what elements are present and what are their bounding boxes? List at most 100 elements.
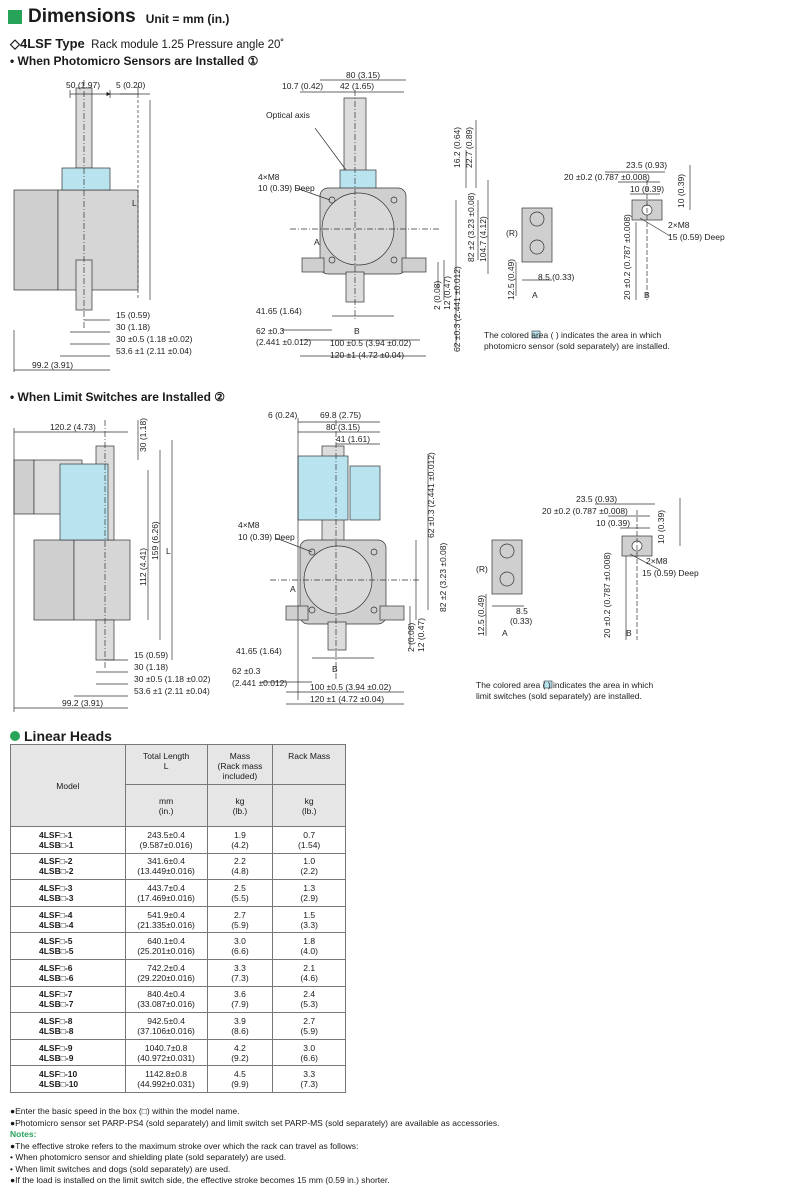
fig2-side-view xyxy=(13,420,173,712)
dim-label: 69.8 (2.75) xyxy=(320,410,361,420)
mass-cell-line: 3.0 xyxy=(234,936,246,947)
total-length-cell: 742.2±0.4(29.220±0.016) xyxy=(124,958,208,987)
total-length-cell-line: 243.5±0.4 xyxy=(147,829,185,840)
dim-label: 41.65 (1.64) xyxy=(236,646,282,656)
rack-mass-cell: 1.0(2.2) xyxy=(272,852,346,881)
dim-label: 8.5 (0.33) xyxy=(538,272,575,282)
rack-mass-cell: 3.0(6.6) xyxy=(272,1038,346,1067)
mass-cell-line: (5.9) xyxy=(231,919,249,930)
total-length-cell-line: (44.992±0.031) xyxy=(137,1079,195,1090)
fig2-note-line1: The colored area ( ) indicates the area … xyxy=(476,680,653,690)
rack-mass-cell-line: (5.3) xyxy=(300,999,318,1010)
total-length-cell-line: (17.469±0.016) xyxy=(137,892,195,903)
dim-label: 4×M8 xyxy=(238,520,260,530)
model-cell-line: 4LSB□-3 xyxy=(39,892,74,903)
total-length-cell-line: (21.335±0.016) xyxy=(137,919,195,930)
notes-block: ●Enter the basic speed in the box (□) wi… xyxy=(10,1106,790,1187)
dim-label: 2×M8 xyxy=(646,556,668,566)
total-length-cell-line: (13.449±0.016) xyxy=(137,866,195,877)
dim-label: 8.5 xyxy=(516,606,528,616)
total-length-cell-line: 1040.7±0.8 xyxy=(144,1042,188,1053)
total-length-cell: 840.4±0.4(33.087±0.016) xyxy=(124,985,208,1014)
model-cell-line: 4LSB□-8 xyxy=(39,1025,74,1036)
section-limit-switch-title: • When Limit Switches are Installed ② xyxy=(10,390,226,404)
dim-label: 159 (6.26) xyxy=(150,521,160,560)
dim-label: 12 (0.47) xyxy=(416,618,426,652)
mass-cell: 3.6(7.9) xyxy=(206,985,274,1014)
rack-mass-cell-line: (5.9) xyxy=(300,1025,318,1036)
dim-label: 41 (1.61) xyxy=(336,434,370,444)
type-model: ◇4LSF Type xyxy=(10,36,85,51)
dim-label: 112 (4.41) xyxy=(138,548,148,586)
rack-mass-cell-line: 1.3 xyxy=(303,882,316,893)
detail-label-a: A xyxy=(502,628,508,638)
page-title: Dimensions xyxy=(28,6,136,27)
dim-label: 10 (0.39) xyxy=(596,518,630,528)
total-length-cell-line: (25.201±0.016) xyxy=(137,946,195,957)
dim-label: 16.2 (0.64) xyxy=(452,127,462,168)
model-cell-line: 4LSF□-6 xyxy=(39,962,73,973)
total-length-cell-line: 541.9±0.4 xyxy=(147,909,185,920)
header-unit-kg: kg(lb.) xyxy=(206,784,274,827)
optical-axis-label: Optical axis xyxy=(266,110,310,120)
dim-label: (2.441 ±0.012) xyxy=(232,678,287,688)
dim-label-L: L xyxy=(166,546,171,556)
model-cell-line: 4LSB□-1 xyxy=(39,839,74,850)
model-cell-line: 4LSB□-2 xyxy=(39,866,74,877)
dim-label: 80 (3.15) xyxy=(346,70,380,80)
model-cell-line: 4LSB□-5 xyxy=(39,946,74,957)
dim-label: 30 ±0.5 (1.18 ±0.02) xyxy=(134,674,211,684)
total-length-cell: 541.9±0.4(21.335±0.016) xyxy=(124,905,208,934)
dim-label: 30 ±0.5 (1.18 ±0.02) xyxy=(116,334,193,344)
mass-cell-line: (7.9) xyxy=(231,999,249,1010)
mass-cell-line: 2.2 xyxy=(234,856,246,867)
fig2-detail-b xyxy=(595,498,681,640)
total-length-cell-line: 640.1±0.4 xyxy=(147,936,185,947)
total-length-cell-line: 742.2±0.4 xyxy=(147,962,185,973)
total-length-cell: 443.7±0.4(17.469±0.016) xyxy=(124,879,208,907)
dim-label: 4×M8 xyxy=(258,172,280,182)
model-cell-line: 4LSF□-10 xyxy=(39,1069,78,1080)
fig2-note-line2: limit switches (sold separately) are ins… xyxy=(476,691,642,701)
view-marker-b: B xyxy=(354,326,360,336)
header-unit-kg-rack: kg(lb.) xyxy=(272,784,346,827)
mass-cell-line: 3.6 xyxy=(234,989,246,1000)
total-length-cell-line: (33.087±0.016) xyxy=(137,999,195,1010)
model-cell-line: 4LSF□-2 xyxy=(39,856,73,867)
rack-mass-cell-line: 3.0 xyxy=(303,1042,316,1053)
model-cell-line: 4LSF□-1 xyxy=(39,829,73,840)
total-length-cell-line: 443.7±0.4 xyxy=(147,882,185,893)
dim-label: 100 ±0.5 (3.94 ±0.02) xyxy=(330,338,411,348)
linear-heads-title-text: Linear Heads xyxy=(24,728,112,744)
dim-label: (R) xyxy=(476,564,488,574)
rack-mass-cell-line: (6.6) xyxy=(300,1052,318,1063)
detail-label-b: B xyxy=(626,628,632,638)
total-length-cell-line: 840.4±0.4 xyxy=(147,989,185,1000)
fig1-note-line1: The colored area ( ) indicates the area … xyxy=(484,330,661,340)
dim-label: 100 ±0.5 (3.94 ±0.02) xyxy=(310,682,391,692)
dim-label: 20 ±0.2 (0.787 ±0.008) xyxy=(564,172,650,182)
linear-heads-title: Linear Heads xyxy=(10,728,112,744)
dim-label: 15 (0.59) xyxy=(134,650,168,660)
view-marker-a: A xyxy=(290,584,296,594)
note-item: • When limit switches and dogs (sold sep… xyxy=(10,1163,231,1174)
rack-mass-cell-line: (1.54) xyxy=(298,839,321,850)
header-square-icon xyxy=(8,10,22,24)
mass-cell-line: 2.7 xyxy=(234,909,246,920)
dim-label: 10 (0.39) xyxy=(676,174,686,208)
dim-label: 62 ±0.3 xyxy=(256,326,285,336)
note-item: ●Enter the basic speed in the box (□) wi… xyxy=(10,1106,240,1116)
mass-cell-line: 4.5 xyxy=(234,1069,246,1080)
fig2-front-view xyxy=(262,418,429,705)
